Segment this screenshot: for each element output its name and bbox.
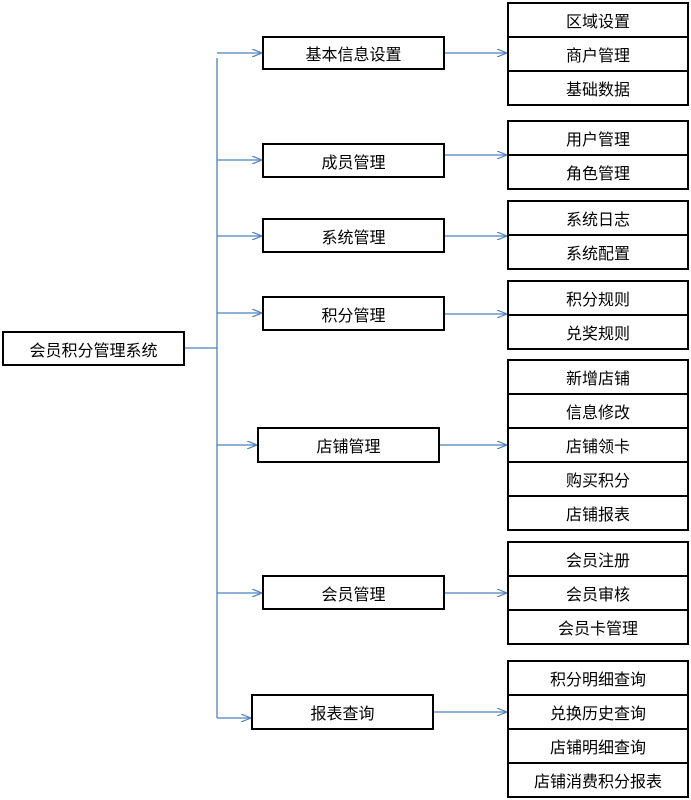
leaf-base-data: 基础数据 [507,70,689,106]
leaf-points-rules: 积分规则 [507,280,689,316]
leaf-user-management: 用户管理 [507,120,689,156]
module-node-shop: 店铺管理 [257,427,440,463]
leaf-shop-report: 店铺报表 [507,495,689,531]
module-label: 报表查询 [310,704,375,723]
leaf-region-settings: 区域设置 [507,2,689,38]
module-label: 系统管理 [321,227,386,247]
leaf-redeem-history-query: 兑换历史查询 [507,694,689,730]
leaf-new-shop: 新增店铺 [507,359,689,395]
module-node-basic-settings: 基本信息设置 [262,36,445,70]
leaf-label: 用户管理 [565,130,630,149]
leaf-role-management: 角色管理 [507,154,689,190]
module-node-system: 系统管理 [262,218,445,253]
leaf-points-detail-query: 积分明细查询 [507,660,689,696]
leaf-system-log: 系统日志 [507,200,689,236]
module-node-member-staff: 成员管理 [262,143,445,178]
module-node-member: 会员管理 [262,575,445,610]
leaf-label: 购买积分 [565,471,630,490]
leaf-label: 角色管理 [565,164,630,183]
leaf-label: 系统配置 [565,244,630,263]
leaf-label: 基础数据 [565,80,630,99]
leaf-merchant-management: 商户管理 [507,36,689,72]
leaf-shop-detail-query: 店铺明细查询 [507,728,689,764]
module-label: 店铺管理 [316,437,381,456]
leaf-label: 商户管理 [565,46,630,65]
leaf-label: 店铺领卡 [565,437,630,456]
leaf-label: 兑奖规则 [565,324,630,343]
leaf-member-review: 会员审核 [507,575,689,611]
leaf-label: 会员注册 [565,551,630,570]
leaf-label: 信息修改 [565,403,630,422]
leaf-shop-consumption-points-report: 店铺消费积分报表 [507,762,689,798]
leaf-label: 兑换历史查询 [549,704,646,723]
module-label: 基本信息设置 [305,45,402,64]
module-node-reports: 报表查询 [251,694,434,730]
root-node: 会员积分管理系统 [2,331,185,366]
leaf-label: 店铺明细查询 [549,738,646,757]
leaf-label: 积分明细查询 [549,670,646,689]
leaf-shop-card-claim: 店铺领卡 [507,427,689,463]
leaf-label: 新增店铺 [565,369,630,388]
leaf-label: 系统日志 [565,210,630,229]
leaf-label: 会员审核 [565,585,630,604]
module-label: 积分管理 [321,305,386,325]
leaf-system-config: 系统配置 [507,234,689,270]
leaf-label: 店铺报表 [565,505,630,524]
module-label: 成员管理 [321,152,386,172]
module-label: 会员管理 [321,584,386,604]
leaf-label: 会员卡管理 [557,619,638,638]
module-node-points: 积分管理 [262,296,445,331]
root-label: 会员积分管理系统 [29,340,158,360]
leaf-buy-points: 购买积分 [507,461,689,497]
leaf-member-register: 会员注册 [507,541,689,577]
leaf-member-card-management: 会员卡管理 [507,609,689,645]
leaf-info-edit: 信息修改 [507,393,689,429]
leaf-label: 积分规则 [565,290,630,309]
leaf-redeem-rules: 兑奖规则 [507,314,689,350]
leaf-label: 店铺消费积分报表 [533,772,662,791]
leaf-label: 区域设置 [565,12,630,31]
